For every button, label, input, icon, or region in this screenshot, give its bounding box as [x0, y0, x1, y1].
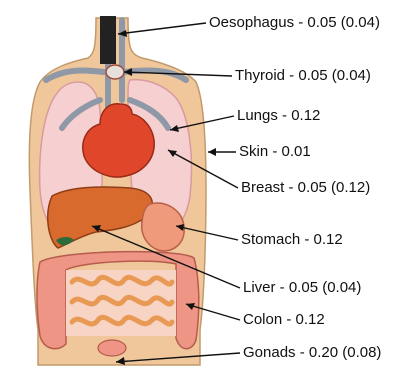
- label-skin: Skin - 0.01: [239, 143, 311, 161]
- oesophagus-leader: [118, 23, 206, 34]
- thyroid: [106, 65, 124, 79]
- oesophagus: [100, 16, 116, 64]
- skin-arrowhead: [208, 148, 216, 156]
- label-lungs: Lungs - 0.12: [237, 107, 320, 125]
- label-liver: Liver - 0.05 (0.04): [243, 279, 361, 297]
- label-colon: Colon - 0.12: [243, 311, 325, 329]
- label-breast: Breast - 0.05 (0.12): [241, 179, 370, 197]
- label-oesophagus: Oesophagus - 0.05 (0.04): [209, 14, 380, 32]
- label-gonads: Gonads - 0.20 (0.08): [243, 344, 381, 362]
- label-stomach: Stomach - 0.12: [241, 231, 343, 249]
- gonads: [98, 340, 126, 356]
- label-thyroid: Thyroid - 0.05 (0.04): [235, 67, 371, 85]
